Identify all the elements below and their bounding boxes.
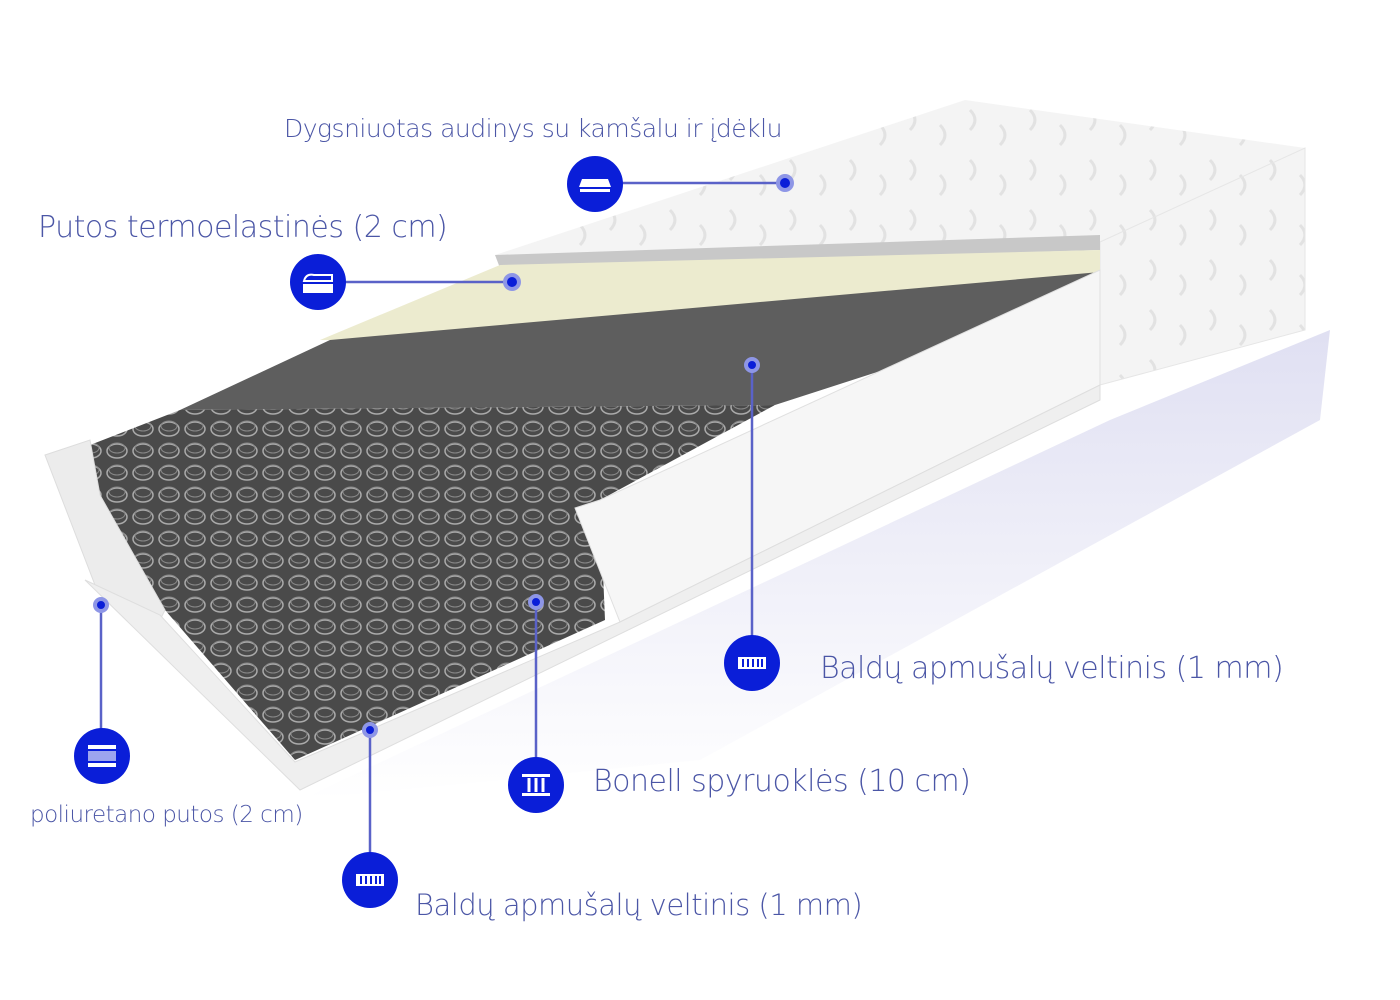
thermo-foam-icon [290, 254, 346, 310]
quilted-fabric-icon [567, 156, 623, 212]
label-felt-top: Baldų apmušalų veltinis (1 mm) [820, 651, 1284, 686]
floor-shadow [300, 330, 1330, 800]
label-thermo-foam: Putos termoelastinės (2 cm) [38, 210, 448, 245]
label-felt-bottom: Baldų apmušalų veltinis (1 mm) [415, 888, 863, 922]
felt-icon [724, 635, 780, 691]
label-springs: Bonell spyruoklės (10 cm) [593, 764, 971, 799]
spring-icon [508, 757, 564, 813]
front-foam-panel [574, 269, 1101, 623]
bottom-foam-strip [84, 384, 1101, 791]
thermo-foam-marker [503, 273, 521, 291]
spring-core [90, 405, 775, 760]
foam-icon [74, 728, 130, 784]
label-cover: Dygsniuotas audinys su kamšalu ir įdėklu [284, 114, 782, 143]
label-pu-foam: poliuretano putos (2 cm) [30, 802, 303, 828]
quilted-cover-top [495, 100, 1305, 255]
cover-edge [495, 235, 1100, 268]
felt-layer [180, 272, 1100, 410]
felt-icon [342, 852, 398, 908]
cover-marker [776, 174, 794, 192]
